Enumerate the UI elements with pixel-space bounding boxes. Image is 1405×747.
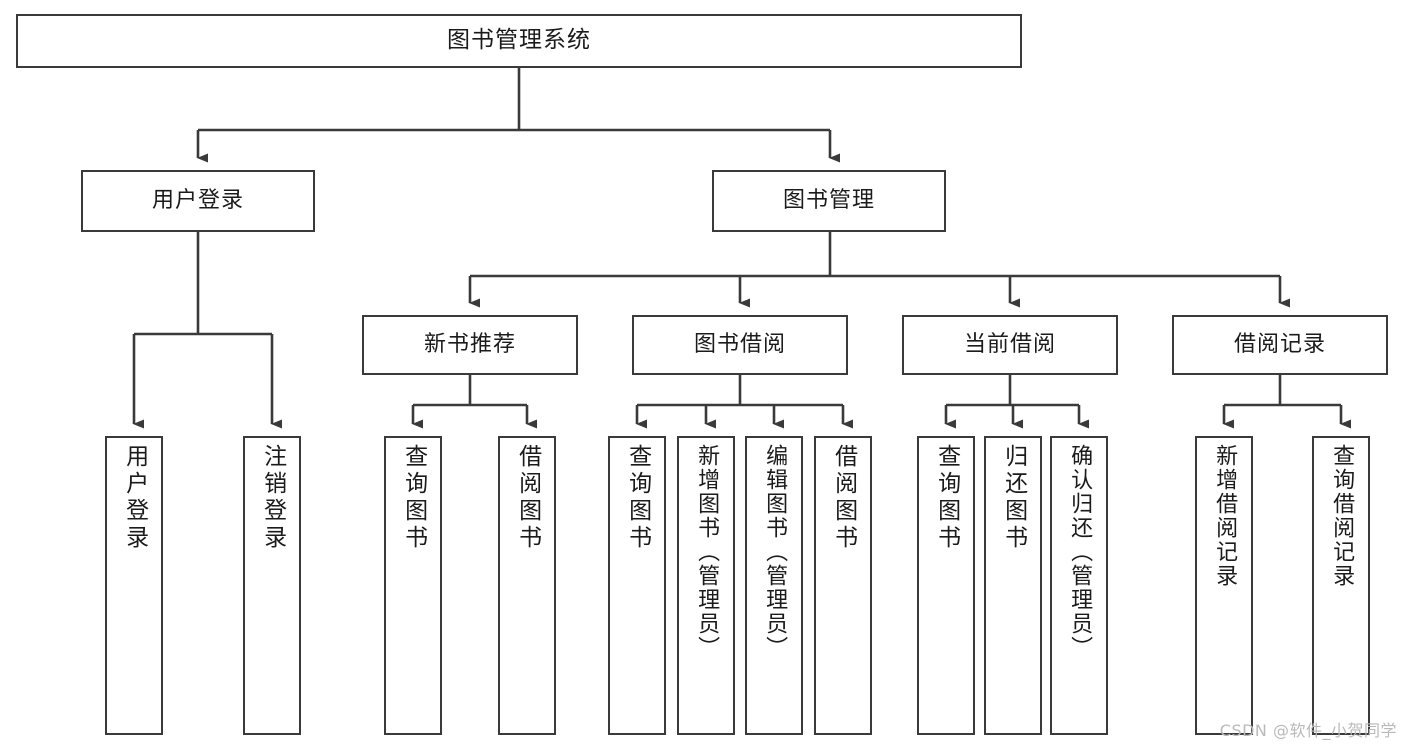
node-label: 查询图书 (933, 444, 960, 552)
node-leaf-confirm-return[interactable]: 确认归还（管理员） (1050, 436, 1108, 735)
node-leaf-logout-login[interactable]: 注销登录 (243, 436, 301, 735)
node-borrow-record[interactable]: 借阅记录 (1172, 315, 1388, 375)
node-label: 用户登录 (121, 444, 148, 552)
node-leaf-edit-book[interactable]: 编辑图书（管理员） (745, 436, 803, 735)
node-label: 归还图书 (1000, 444, 1027, 552)
node-leaf-add-record[interactable]: 新增借阅记录 (1195, 436, 1253, 735)
node-leaf-user-login[interactable]: 用户登录 (105, 436, 163, 735)
node-label: 新书推荐 (423, 332, 516, 358)
node-root-system[interactable]: 图书管理系统 (16, 14, 1022, 68)
node-label: 当前借阅 (963, 332, 1056, 358)
node-leaf-add-book[interactable]: 新增图书（管理员） (677, 436, 735, 735)
node-label: 借阅图书 (514, 444, 541, 552)
node-label: 借阅图书 (830, 444, 857, 552)
node-label: 查询图书 (624, 444, 651, 552)
node-book-manage[interactable]: 图书管理 (712, 170, 946, 232)
node-label: 图书管理系统 (447, 27, 591, 54)
node-label: 注销登录 (259, 444, 286, 552)
node-label: 查询借阅记录 (1329, 444, 1355, 588)
node-leaf-query-book-1[interactable]: 查询图书 (384, 436, 442, 735)
node-label: 新增图书（管理员） (694, 444, 720, 660)
node-leaf-borrow-book-1[interactable]: 借阅图书 (498, 436, 556, 735)
node-leaf-return-book[interactable]: 归还图书 (984, 436, 1042, 735)
node-label: 编辑图书（管理员） (762, 444, 788, 660)
node-label: 确认归还（管理员） (1067, 444, 1093, 660)
node-user-login[interactable]: 用户登录 (81, 170, 315, 232)
node-leaf-query-book-2[interactable]: 查询图书 (608, 436, 666, 735)
node-new-book-recommend[interactable]: 新书推荐 (362, 315, 578, 375)
watermark-text: CSDN @软件_小贺同学 (1219, 721, 1397, 740)
node-label: 新增借阅记录 (1212, 444, 1238, 588)
node-label: 用户登录 (151, 188, 244, 214)
node-leaf-query-book-3[interactable]: 查询图书 (917, 436, 975, 735)
node-leaf-query-record[interactable]: 查询借阅记录 (1312, 436, 1370, 735)
node-book-borrow[interactable]: 图书借阅 (632, 315, 848, 375)
node-current-borrow[interactable]: 当前借阅 (902, 315, 1118, 375)
node-label: 图书管理 (782, 188, 875, 214)
node-label: 图书借阅 (693, 332, 786, 358)
node-leaf-borrow-book-2[interactable]: 借阅图书 (814, 436, 872, 735)
node-label: 借阅记录 (1233, 332, 1326, 358)
node-label: 查询图书 (400, 444, 427, 552)
